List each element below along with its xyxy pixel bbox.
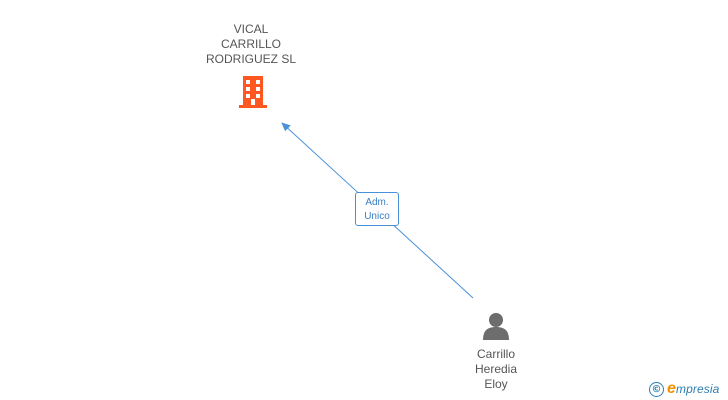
brand-logo: empresia xyxy=(667,380,719,398)
person-icon[interactable] xyxy=(482,312,510,345)
person-name-line: Heredia xyxy=(474,362,518,376)
brand-initial: e xyxy=(667,380,676,397)
person-name-line: Eloy xyxy=(484,377,508,391)
building-icon[interactable] xyxy=(237,74,269,113)
relation-label[interactable]: Adm. Unico xyxy=(355,192,399,226)
company-name-line: CARRILLO xyxy=(220,37,282,51)
empresia-watermark[interactable]: © empresia xyxy=(649,378,719,400)
company-name[interactable]: VICAL CARRILLO RODRIGUEZ SL xyxy=(181,22,321,67)
brand-rest: mpresia xyxy=(676,382,720,396)
copyright-icon: © xyxy=(649,381,664,397)
company-name-line: RODRIGUEZ SL xyxy=(205,52,296,66)
person-name-line: Carrillo xyxy=(476,347,515,361)
relation-label-line: Unico xyxy=(364,211,390,222)
person-name[interactable]: Carrillo Heredia Eloy xyxy=(446,347,546,392)
company-name-line: VICAL xyxy=(233,22,269,36)
relation-label-line: Adm. xyxy=(365,197,389,208)
